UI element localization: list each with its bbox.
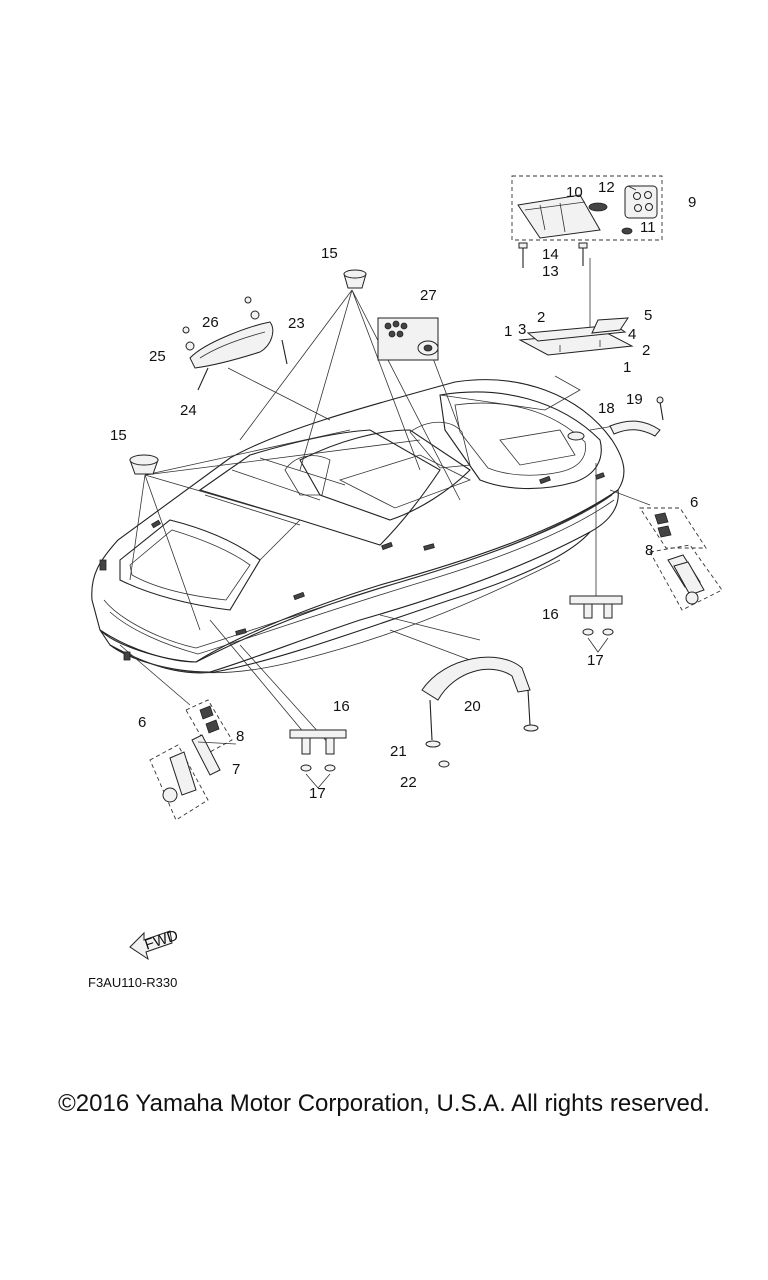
- callout-17: 17: [587, 652, 604, 669]
- part-27-plate: [377, 317, 439, 361]
- callout-3: 3: [518, 321, 526, 338]
- callout-26: 26: [202, 314, 219, 331]
- part-group-6-8-left: [149, 699, 237, 821]
- callout-8: 8: [645, 542, 653, 559]
- tie-downs-16-17-left: [289, 729, 347, 789]
- callout-21: 21: [390, 743, 407, 760]
- callout-7: 7: [232, 761, 240, 778]
- callout-19: 19: [626, 391, 643, 408]
- grab-handle-23-26: [182, 296, 288, 391]
- callout-13: 13: [542, 263, 559, 280]
- cup-holders-15: [129, 269, 367, 475]
- callout-9: 9: [688, 194, 696, 211]
- callout-23: 23: [288, 315, 305, 332]
- callout-18: 18: [598, 400, 615, 417]
- tie-downs-16-17-right: [569, 595, 623, 653]
- callout-10: 10: [566, 184, 583, 201]
- callout-20: 20: [464, 698, 481, 715]
- callout-2: 2: [642, 342, 650, 359]
- callout-8: 8: [236, 728, 244, 745]
- callout-15: 15: [110, 427, 127, 444]
- callout-17: 17: [309, 785, 326, 802]
- fwd-arrow-icon: FWD: [129, 927, 181, 961]
- part-18-19: [609, 396, 664, 437]
- callout-16: 16: [333, 698, 350, 715]
- rails-1-5: [518, 317, 634, 356]
- tow-bar-20-22: [421, 656, 539, 768]
- callout-11: 11: [640, 219, 656, 236]
- callout-5: 5: [644, 307, 652, 324]
- callout-2: 2: [537, 309, 545, 326]
- callout-1: 1: [623, 359, 631, 376]
- callout-16: 16: [542, 606, 559, 623]
- callout-6: 6: [138, 714, 146, 731]
- callout-25: 25: [149, 348, 166, 365]
- callout-24: 24: [180, 402, 197, 419]
- callout-12: 12: [598, 179, 615, 196]
- callout-22: 22: [400, 774, 417, 791]
- boat-hull: [91, 379, 625, 674]
- callout-labels: 1 1 2 2 3 4 5 6 6 7 8 8 9 10 11 12 13 14…: [110, 179, 698, 802]
- callout-14: 14: [542, 246, 559, 263]
- part-group-6-8-right: [639, 507, 723, 611]
- copyright-notice: ©2016 Yamaha Motor Corporation, U.S.A. A…: [58, 1090, 710, 1117]
- part-group-9-12: [511, 175, 663, 241]
- diagram-code: F3AU110-R330: [88, 975, 178, 990]
- fwd-label: FWD: [143, 927, 181, 954]
- callout-6: 6: [690, 494, 698, 511]
- callout-1: 1: [504, 323, 512, 340]
- leader-lines: [119, 258, 651, 746]
- bolts-13-14: [518, 242, 588, 268]
- callout-27: 27: [420, 287, 437, 304]
- callout-15: 15: [321, 245, 338, 262]
- callout-4: 4: [628, 326, 636, 343]
